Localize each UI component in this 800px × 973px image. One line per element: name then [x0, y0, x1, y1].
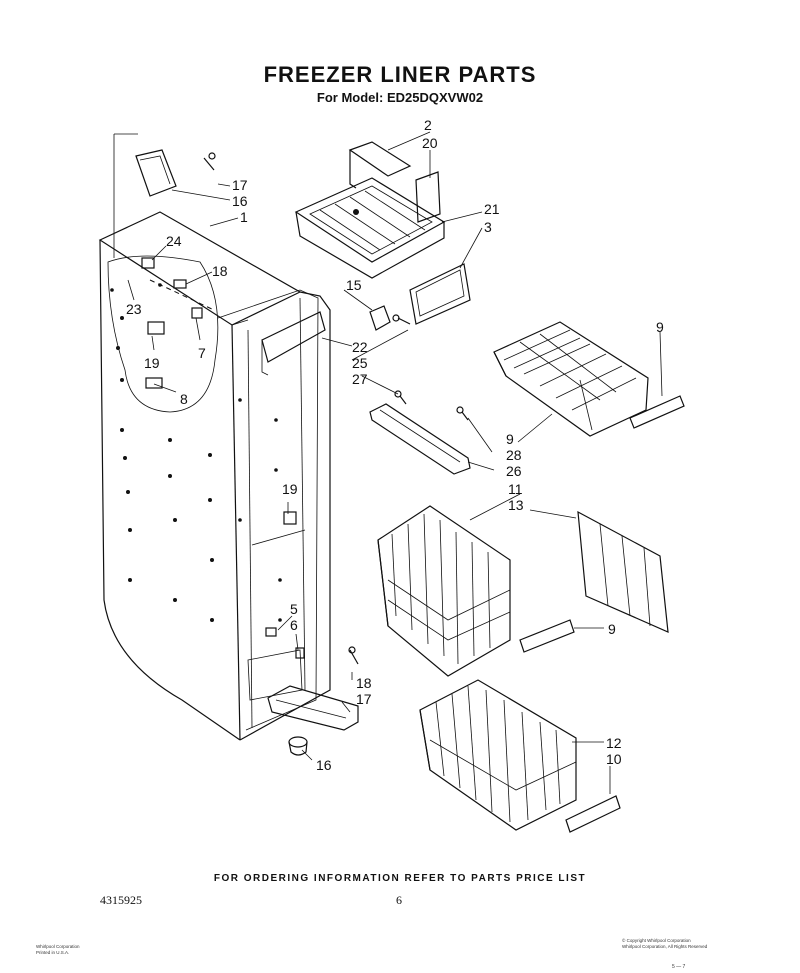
callout-23: 21 — [484, 201, 500, 217]
slide-rail-drawing — [369, 390, 471, 475]
callout-3: 3 — [484, 219, 492, 235]
callout-2: 2 — [424, 117, 432, 133]
callout-30: 28 — [506, 447, 522, 463]
callout-9-top: 9 — [656, 319, 664, 335]
document-number: 4315925 — [100, 893, 142, 907]
callout-14: 16 — [232, 193, 248, 209]
page-title: FREEZER LINER PARTS — [263, 62, 537, 87]
callout-22: 20 — [422, 135, 438, 151]
fine-print-right-line2: Whirlpool Corporation, All Rights Reserv… — [622, 944, 708, 949]
callout-7: 8 — [180, 391, 188, 407]
bracket-drawing — [113, 133, 216, 258]
callout-6: 7 — [198, 345, 206, 361]
freezer-liner-drawing — [98, 211, 331, 741]
callout-28: 26 — [506, 463, 522, 479]
basket-small-drawing — [493, 321, 685, 437]
callout-1: 1 — [240, 209, 248, 225]
fine-print-right: © Copyright Whirlpool Corporation Whirlp… — [622, 938, 707, 950]
callout-8: 9 — [506, 431, 514, 447]
callout-25: 23 — [126, 301, 142, 317]
callout-10: 11 — [508, 481, 523, 497]
callout-5: 6 — [290, 617, 298, 633]
callout-20: 18 — [212, 263, 228, 279]
callout-18: 18 — [356, 675, 372, 691]
callout-9-mid: 9 — [608, 621, 616, 637]
mount-bracket-drawing — [369, 305, 411, 331]
callout-13: 15 — [346, 277, 362, 293]
fine-print-corner: 5 — 7 — [672, 964, 686, 970]
callout-16: 16 — [316, 757, 332, 773]
callout-21: 19 — [144, 355, 160, 371]
callout-27: 25 — [352, 355, 368, 371]
callout-12: 13 — [508, 497, 524, 513]
callout-9-bottom: 10 — [606, 751, 622, 767]
callout-numbers: 2 20 21 3 17 16 1 24 18 23 7 19 8 15 22 … — [126, 117, 664, 773]
callout-29: 27 — [352, 371, 368, 387]
callout-4: 5 — [290, 601, 298, 617]
model-subtitle: For Model: ED25DQXVW02 — [316, 90, 484, 105]
callout-24: 22 — [352, 339, 368, 355]
ordering-note: FOR ORDERING INFORMATION REFER TO PARTS … — [213, 873, 587, 884]
shelf-assembly-drawing — [294, 141, 471, 325]
fine-print-right-line1: © Copyright Whirlpool Corporation — [622, 938, 691, 943]
fine-print-left-line1: Whirlpool Corporation — [36, 944, 80, 949]
callout-19: 19 — [282, 481, 298, 497]
basket-large-drawing — [377, 505, 575, 677]
callout-26: 24 — [166, 233, 182, 249]
leader-lines — [127, 131, 663, 794]
divider-panel-drawing — [577, 510, 669, 633]
callout-17: 17 — [356, 691, 372, 707]
callout-15: 17 — [232, 177, 248, 193]
page-number: 6 — [396, 893, 402, 907]
fine-print-left-line2: Printed in U.S.A. — [36, 950, 70, 955]
bottom-parts-drawing — [267, 646, 359, 756]
callout-11: 12 — [606, 735, 622, 751]
fine-print-left: Whirlpool Corporation Printed in U.S.A. — [36, 944, 80, 956]
basket-bottom-drawing — [419, 679, 621, 833]
